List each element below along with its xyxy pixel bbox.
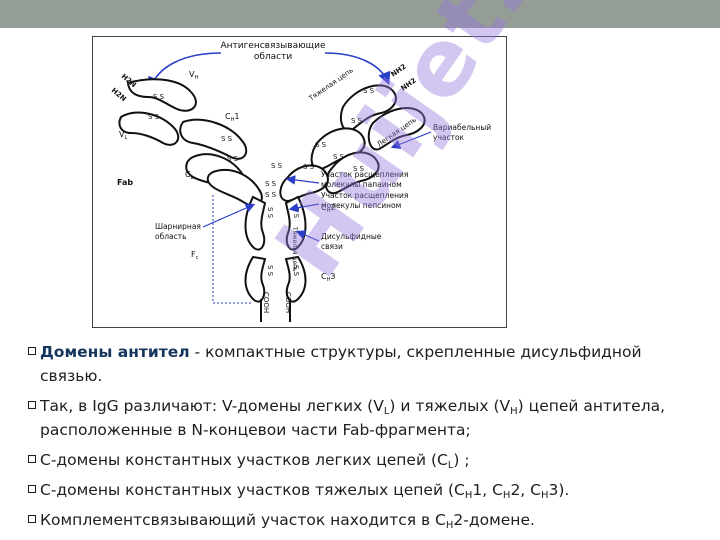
ss-bond: S S <box>292 265 300 277</box>
bullet-text: ) ; <box>453 451 470 469</box>
bullet-bold-term: Домены антител <box>40 343 190 361</box>
hinge-label-1: Шарнирная <box>155 222 201 231</box>
vl-label: VL <box>119 130 127 141</box>
fc-label: Fc <box>191 250 199 261</box>
title-bar <box>0 0 720 28</box>
bullet-text: Так, в IgG различают: V-домены легких (V <box>40 397 384 415</box>
heavy-chain-lower-label: Тяжелая цепь <box>291 226 298 272</box>
fab-label: Fab <box>117 178 133 187</box>
bullet-text: 2-домене. <box>453 511 535 529</box>
hinge-label-2: область <box>155 232 187 241</box>
subscript: H <box>445 520 454 531</box>
bullet-square-icon <box>28 455 36 463</box>
bullet-text: С-домены константных участков легких цеп… <box>40 451 448 469</box>
subscript: H <box>510 406 518 417</box>
ch1-label: CH1 <box>225 112 239 123</box>
disulfide-label-2: связи <box>321 242 343 251</box>
ss-bond: S S <box>271 162 283 170</box>
variable-label-2: участок <box>433 133 465 142</box>
ss-bond: S S <box>333 153 345 161</box>
disulfide-label-1: Дисульфидные <box>321 232 382 241</box>
bullet-item-ch-domains: С-домены константных участков тяжелых це… <box>28 478 698 502</box>
subscript: H <box>502 490 511 501</box>
ss-bond: S S <box>266 207 274 219</box>
bullet-text-line2: расположенные в N-концевои части Fab-фра… <box>40 421 471 439</box>
heavy-chain-label: Тяжелая цепь <box>307 66 355 103</box>
cl-label: CL <box>185 170 194 181</box>
bullet-list: Домены антител - компактные структуры, с… <box>28 340 698 538</box>
arrow-variable <box>390 131 432 149</box>
arrow-right-antigen <box>324 52 391 85</box>
bullet-text: 3). <box>548 481 570 499</box>
arrow-hinge <box>202 203 256 228</box>
ss-bond: S S <box>227 155 239 163</box>
ss-bond: S S <box>303 163 315 171</box>
subscript: H <box>464 490 473 501</box>
antigen-binding-label-2: области <box>254 52 293 62</box>
variable-label-1: Вариабельный <box>433 123 491 132</box>
ss-bond: S S <box>221 135 233 143</box>
subscript: L <box>383 406 390 417</box>
antigen-binding-label-1: Антигенсвязывающие <box>220 41 326 51</box>
bullet-item-v-domains: Так, в IgG различают: V-домены легких (V… <box>28 394 698 442</box>
bullet-item-domains: Домены антител - компактные структуры, с… <box>28 340 698 388</box>
bullet-text: С-домены константных участков тяжелых це… <box>40 481 465 499</box>
pepsin-label-1: Участок расщепления <box>321 191 408 200</box>
ss-bond: S S <box>148 113 160 121</box>
vh-label: VH <box>189 70 198 81</box>
h2n-label-2: H2N <box>110 86 128 103</box>
bullet-square-icon <box>28 485 36 493</box>
left-fab-arm <box>118 78 263 207</box>
arrow-disulfide <box>295 230 320 242</box>
antibody-structure-svg: Антигенсвязывающие области <box>110 41 491 322</box>
cooh-label-left: COOH <box>262 292 270 313</box>
bullet-text-line2: связью. <box>40 367 103 385</box>
bullet-item-cl-domains: С-домены константных участков легких цеп… <box>28 448 698 472</box>
ss-bond: S S <box>363 87 375 95</box>
ch2-label: CH2 <box>321 203 335 214</box>
papain-label-1: Участок расщепления <box>321 170 408 179</box>
right-fab-arm <box>279 84 426 203</box>
fc-bracket <box>212 195 253 304</box>
antibody-diagram: Антигенсвязывающие области <box>92 36 507 328</box>
bullet-text: ) цепей антитела, <box>517 397 666 415</box>
bullet-square-icon <box>28 515 36 523</box>
bullet-text: 2, С <box>510 481 541 499</box>
pepsin-label-2: молекулы пепсином <box>321 201 401 210</box>
arrow-papain <box>285 175 320 185</box>
ss-bond: S S <box>265 180 277 188</box>
bullet-square-icon <box>28 347 36 355</box>
ss-bond: S S <box>353 165 365 173</box>
bullet-item-complement: Комплементсвязывающий участок находится … <box>28 508 698 532</box>
subscript: H <box>540 490 549 501</box>
subscript: L <box>447 460 454 471</box>
ss-bond: S S <box>315 141 327 149</box>
bullet-text: - компактные структуры, скрепленные дису… <box>189 343 642 361</box>
ss-bond: S S <box>266 265 274 277</box>
bullet-text: 1, С <box>472 481 503 499</box>
bullet-text: Комплементсвязывающий участок находится … <box>40 511 446 529</box>
arrow-pepsin <box>288 203 320 213</box>
cooh-label-right: COOH <box>284 292 292 313</box>
ss-bond: S S <box>153 93 165 101</box>
ss-bond: S S <box>292 207 300 219</box>
bullet-square-icon <box>28 401 36 409</box>
ch3-label: CH3 <box>321 272 335 283</box>
ss-bond: S S <box>351 117 363 125</box>
papain-label-2: молекулы папаином <box>321 180 402 189</box>
ss-bond: S S <box>265 191 277 199</box>
bullet-text: ) и тяжелых (V <box>389 397 511 415</box>
